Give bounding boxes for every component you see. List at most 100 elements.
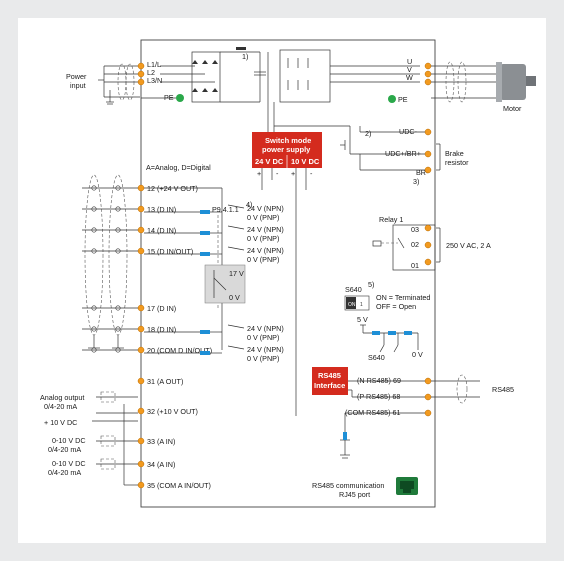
rs485-interface-block — [312, 367, 348, 395]
npn-label: 24 V (NPN) — [247, 324, 284, 333]
io-terminal-label: 15 (D IN/OUT) — [147, 247, 193, 256]
ain1-label-1: 0-10 V DC — [52, 436, 86, 445]
io-terminal — [137, 247, 145, 255]
v5-label: 5 V — [357, 315, 368, 324]
io-terminal-label: 18 (D IN) — [147, 325, 176, 334]
analog-output-label-1: Analog output — [40, 393, 84, 402]
term-w-label: W — [406, 73, 413, 82]
power-input-label-2: input — [70, 81, 86, 90]
note-5: 5) — [368, 280, 374, 289]
rs485-termination-network — [360, 324, 419, 353]
rs485-comm-2: RJ45 port — [339, 490, 370, 499]
note-1: 1) — [242, 52, 248, 61]
motor-wires — [431, 61, 500, 103]
io-cable-shields — [84, 174, 128, 349]
v0-label: 0 V — [229, 293, 240, 302]
s640-one: 1 — [360, 302, 363, 308]
terminal-udc-minus — [424, 128, 432, 136]
note-3: 3) — [413, 177, 419, 186]
io-terminal-label: 35 (COM A IN/OUT) — [147, 481, 211, 490]
brake-label-2: resistor — [445, 158, 469, 167]
power-input-label-1: Power — [66, 72, 87, 81]
brake-chopper — [274, 125, 425, 171]
io-terminal-label: 33 (A IN) — [147, 437, 175, 446]
io-terminal — [137, 460, 145, 468]
io-terminal-label: 14 (D IN) — [147, 226, 176, 235]
s640-on: ON — [348, 302, 356, 308]
terminal-udc-plus — [424, 150, 432, 158]
svg-text:+: + — [291, 169, 295, 178]
legend-analog-digital: A=Analog, D=Digital — [146, 163, 211, 172]
pnp-label: 0 V (PNP) — [247, 333, 279, 342]
term-l2-label: L2 — [147, 68, 155, 77]
rectifier-bridge — [160, 51, 260, 103]
npn-label: 24 V (NPN) — [247, 225, 284, 234]
svg-text:-: - — [310, 169, 313, 178]
term-u-label: U — [407, 57, 412, 66]
relay-02: 02 — [411, 240, 419, 249]
rs485-wiring — [340, 374, 480, 459]
s640-term-on: ON = Terminated — [376, 293, 430, 302]
pe-in-ground-icon — [176, 94, 184, 102]
rs485-p: (P RS485) 68 — [357, 392, 400, 401]
io-terminal — [137, 325, 145, 333]
terminal-v — [424, 70, 432, 78]
relay-title: Relay 1 — [379, 215, 403, 224]
io-terminal — [137, 226, 145, 234]
io-terminal-label: 31 (A OUT) — [147, 377, 183, 386]
motor-label: Motor — [503, 104, 522, 113]
io-terminal — [137, 481, 145, 489]
relay-coil-icon — [372, 240, 382, 247]
io-terminal — [137, 377, 145, 385]
choke-icon — [236, 47, 246, 50]
npn-label: 24 V (NPN) — [247, 204, 284, 213]
brake-label-1: Brake — [445, 149, 464, 158]
rj45-port-icon — [396, 477, 418, 495]
smps-outputs: + - + - — [257, 168, 313, 416]
dc-link — [254, 52, 275, 135]
analog-wiring — [92, 391, 138, 486]
pe-out-label: PE — [398, 95, 408, 104]
relay-contacts — [392, 224, 436, 271]
io-terminal-label: 13 (D IN) — [147, 205, 176, 214]
terminal-w — [424, 78, 432, 86]
pe-in-label: PE — [164, 93, 174, 102]
term-v-label: V — [407, 65, 412, 74]
terminal-relay-02 — [424, 241, 432, 249]
io-terminal — [137, 437, 145, 445]
input-resistor — [200, 210, 210, 214]
s640-0v-label: 0 V — [412, 350, 423, 359]
rs485-block-1: RS485 — [318, 371, 341, 380]
pnp-label: 0 V (PNP) — [247, 354, 279, 363]
input-resistor — [200, 351, 210, 355]
rs485-comm-1: RS485 communication — [312, 481, 384, 490]
relay-03: 03 — [411, 225, 419, 234]
pnp-label: 0 V (PNP) — [247, 213, 279, 222]
io-terminal — [137, 346, 145, 354]
ain2-label-2: 0/4-20 mA — [48, 468, 81, 477]
s640-name: S640 — [345, 285, 362, 294]
smps-24v: 24 V DC — [255, 157, 284, 166]
analog-output-label-2: 0/4-20 mA — [44, 402, 77, 411]
input-resistor — [200, 330, 210, 334]
smps-title-2: power supply — [262, 145, 311, 154]
transistor-box — [204, 264, 246, 304]
power-wires — [104, 63, 140, 105]
svg-text:-: - — [276, 169, 279, 178]
relay-01: 01 — [411, 261, 419, 270]
terminal-relay-01 — [424, 258, 432, 266]
rs485-n: (N RS485) 69 — [357, 376, 401, 385]
inverter-bridge — [279, 49, 420, 103]
udc-minus-label: UDC- — [399, 127, 418, 136]
io-terminal-label: 20 (COM D IN/OUT) — [147, 346, 212, 355]
s640-switch-label: S640 — [368, 353, 385, 362]
rs485-com: (COM RS485) 61 — [345, 408, 401, 417]
br-minus-label: BR- — [416, 168, 429, 177]
udc-plus-label: UDC+/BR+ — [385, 149, 421, 158]
terminal-l2 — [137, 70, 145, 78]
io-terminal — [137, 184, 145, 192]
io-terminal-label: 12 (+24 V OUT) — [147, 184, 198, 193]
terminal-l3 — [137, 78, 145, 86]
